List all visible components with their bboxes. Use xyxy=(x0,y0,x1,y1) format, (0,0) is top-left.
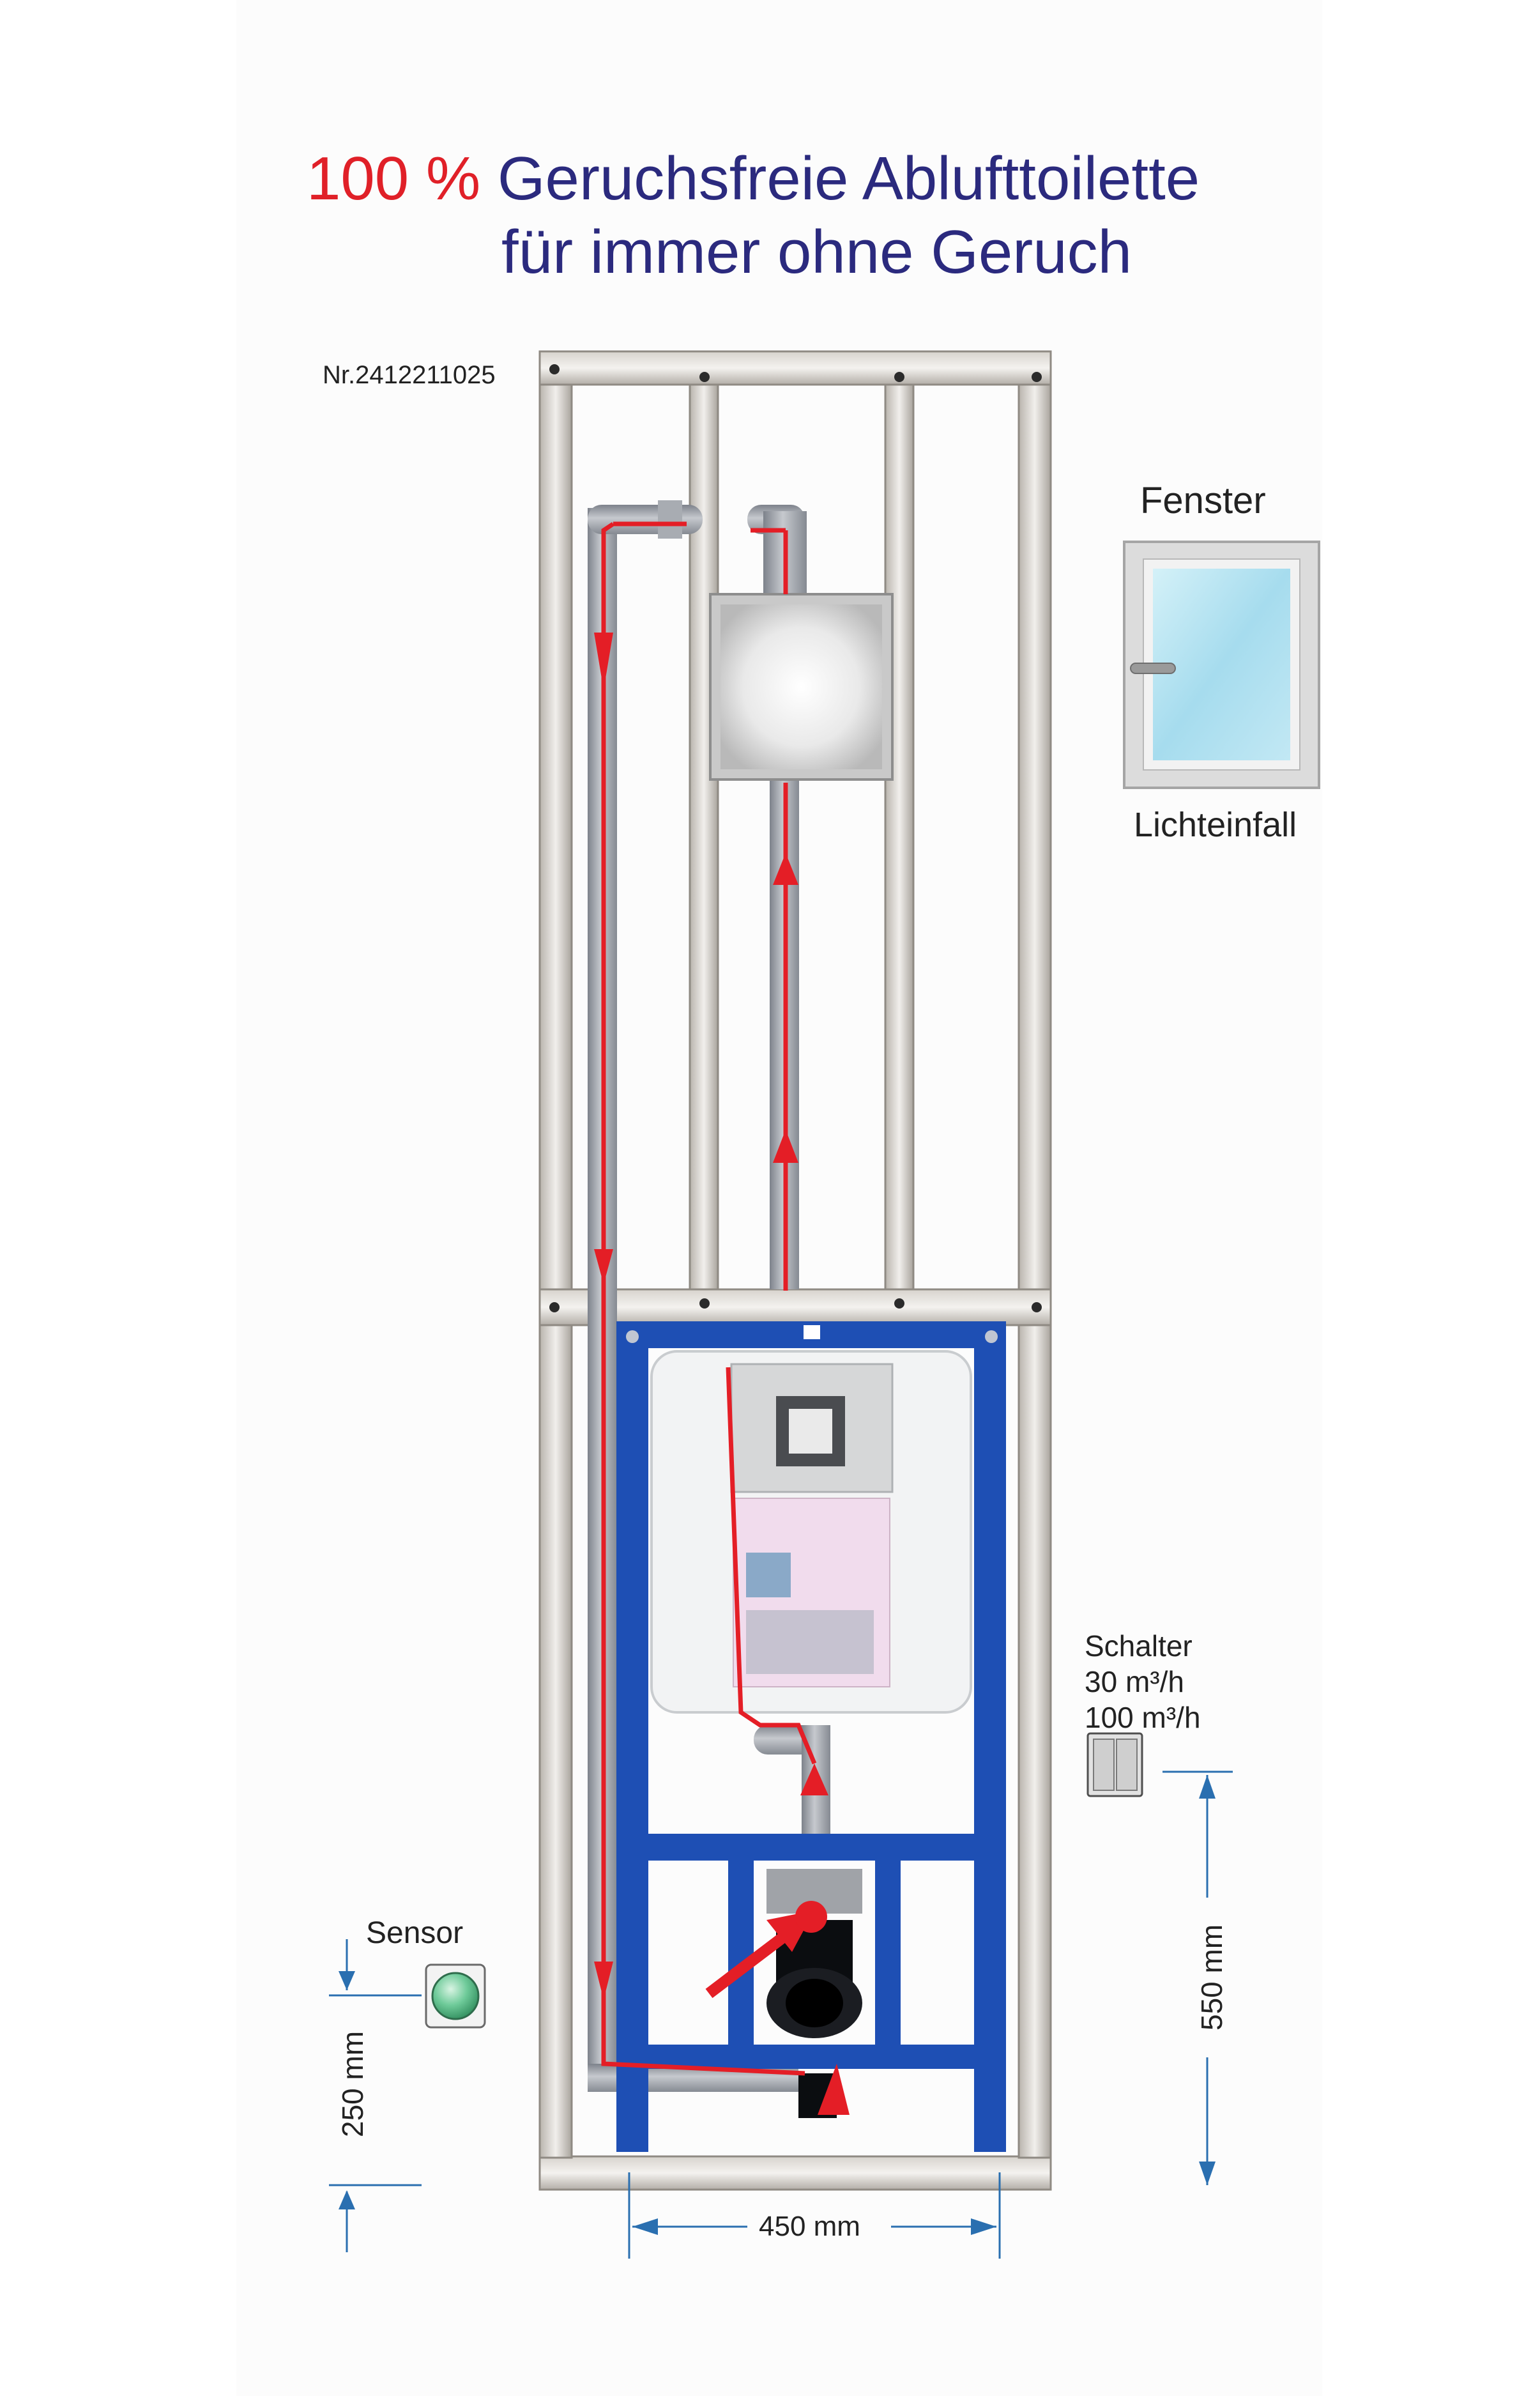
switch-icon xyxy=(1086,1732,1143,1797)
frame-width-dimension: 450 mm xyxy=(759,2211,860,2242)
installation-frame xyxy=(616,1321,1006,2152)
ceiling-light xyxy=(709,593,894,781)
article-number: Nr.2412211025 xyxy=(323,361,496,389)
airflow-path xyxy=(601,521,817,2076)
page-title-line1: 100 % Geruchsfreie Ablufttoilette xyxy=(307,144,1200,214)
sensor-label: Sensor xyxy=(366,1916,464,1950)
window-label: Fenster xyxy=(1140,480,1266,521)
switch-label: Schalter xyxy=(1085,1629,1193,1663)
sensor-height-dimension: 250 mm xyxy=(336,2031,369,2137)
switch-height-dimension: 550 mm xyxy=(1195,1924,1228,2031)
cistern xyxy=(650,1350,972,1714)
steel-frame xyxy=(538,350,1052,2191)
dimension-lines xyxy=(329,1770,1233,2259)
switch-rate-high: 100 m³/h xyxy=(1085,1701,1201,1734)
title-text: Geruchsfreie Ablufttoilette xyxy=(497,144,1200,213)
drain-connection xyxy=(766,1869,862,2118)
title-percent: 100 % xyxy=(307,144,481,213)
page-title-line2: für immer ohne Geruch xyxy=(501,218,1132,286)
sensor-icon xyxy=(425,1963,486,2029)
window-caption: Lichteinfall xyxy=(1134,806,1297,844)
switch-label-block: Schalter 30 m³/h 100 m³/h xyxy=(1085,1628,1201,1735)
switch-rate-low: 30 m³/h xyxy=(1085,1665,1184,1698)
window xyxy=(1123,541,1320,789)
airflow-arrows xyxy=(594,633,850,2115)
